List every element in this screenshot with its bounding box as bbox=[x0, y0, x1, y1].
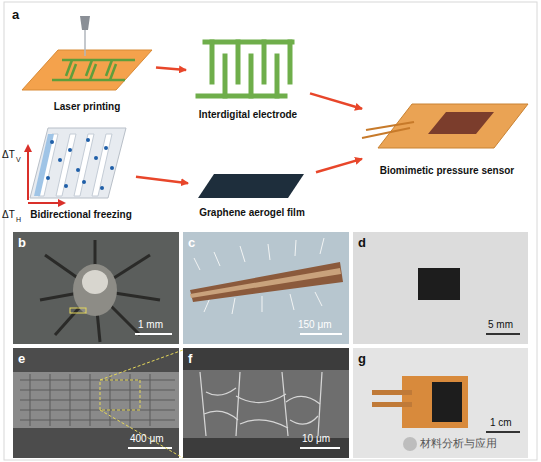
process-step: Biomimetic pressure sensor bbox=[362, 92, 532, 176]
annotation: 400 μm bbox=[130, 434, 164, 444]
process-step: Bidirectional freezing bbox=[26, 120, 136, 220]
step-label: Graphene aerogel film bbox=[188, 207, 316, 218]
flow-arrow bbox=[316, 159, 362, 172]
panel-letter: c bbox=[188, 236, 195, 249]
step-label: Bidirectional freezing bbox=[26, 209, 136, 220]
panel-letter: e bbox=[18, 352, 25, 365]
annotation: H bbox=[16, 216, 21, 223]
annotation: V bbox=[16, 156, 21, 163]
flow-arrow bbox=[310, 93, 362, 108]
annotation: 1 cm bbox=[490, 418, 512, 428]
panel-letter: b bbox=[18, 236, 26, 249]
annotation: 150 μm bbox=[298, 320, 332, 330]
panel-letter: a bbox=[12, 8, 19, 21]
annotation: ΔT bbox=[2, 210, 15, 220]
panel-letter: g bbox=[358, 352, 366, 365]
process-step: Interdigital electrode bbox=[186, 30, 310, 120]
process-step: Laser printing bbox=[18, 12, 156, 112]
annotation: ΔT bbox=[2, 150, 15, 160]
annotation: 10 μm bbox=[302, 434, 330, 444]
step-label: Laser printing bbox=[18, 101, 156, 112]
annotation: 5 mm bbox=[488, 320, 513, 330]
annotation: 材料分析与应用 bbox=[420, 438, 497, 449]
flow-arrow bbox=[156, 68, 186, 70]
annotation: 1 mm bbox=[138, 320, 163, 330]
panel-letter: f bbox=[188, 352, 192, 365]
step-label: Biomimetic pressure sensor bbox=[362, 165, 532, 176]
flow-arrow bbox=[136, 177, 188, 183]
panel-letter: d bbox=[358, 236, 366, 249]
step-label: Interdigital electrode bbox=[186, 109, 310, 120]
process-step: Graphene aerogel film bbox=[188, 164, 316, 218]
